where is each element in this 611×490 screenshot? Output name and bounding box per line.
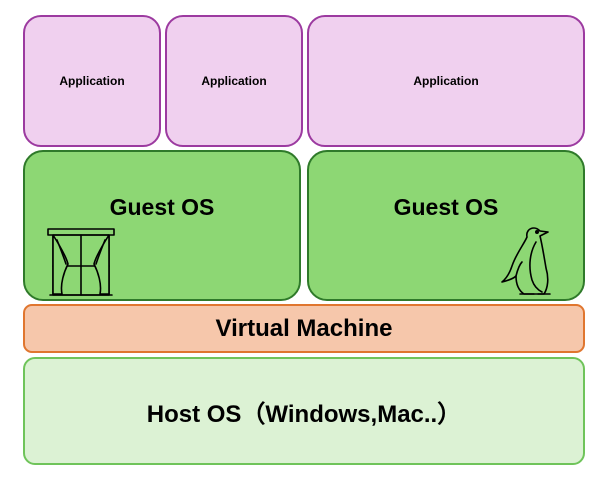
application-box-1: Application bbox=[23, 15, 161, 147]
application-label-3: Application bbox=[413, 74, 479, 88]
window-curtain-icon bbox=[47, 228, 115, 296]
guest-os-label-2: Guest OS bbox=[393, 194, 499, 220]
penguin-icon bbox=[501, 227, 551, 295]
application-box-3: Application bbox=[307, 15, 585, 147]
application-label-2: Application bbox=[201, 74, 267, 88]
virtual-machine-label: Virtual Machine bbox=[215, 314, 393, 342]
host-os-label: Host OS（Windows,Mac..） bbox=[146, 400, 462, 428]
application-box-2: Application bbox=[165, 15, 303, 147]
virtual-machine-box: Virtual Machine bbox=[23, 304, 585, 353]
host-os-box: Host OS（Windows,Mac..） bbox=[23, 357, 585, 465]
guest-os-box-1: Guest OS bbox=[23, 150, 301, 301]
application-label-1: Application bbox=[59, 74, 125, 88]
guest-os-box-2: Guest OS bbox=[307, 150, 585, 301]
guest-os-label-1: Guest OS bbox=[109, 194, 215, 220]
